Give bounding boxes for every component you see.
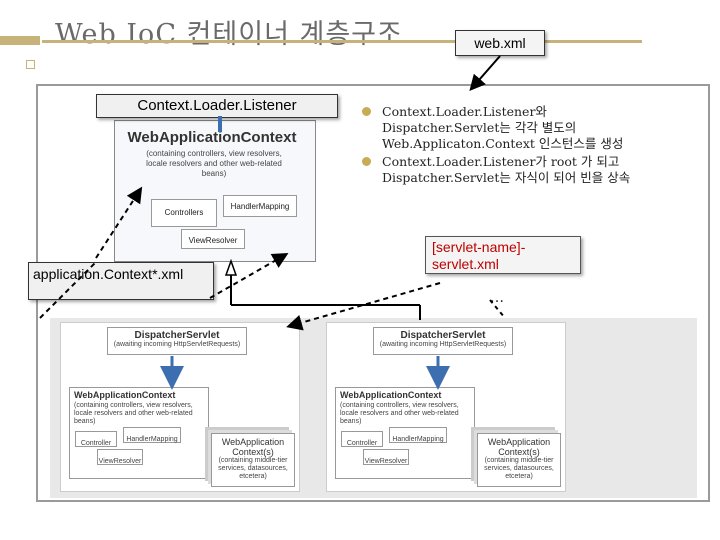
view-resolver-box: ViewResolver [97,449,143,465]
dispatcher-diagram-left: DispatcherServlet (awaiting incoming Htt… [60,322,300,492]
view-resolver-box: ViewResolver [363,449,409,465]
title-decoration-square [26,60,35,69]
handler-mapping-box: HandlerMapping [123,427,181,443]
dispatcher-servlet-box: DispatcherServlet (awaiting incoming Htt… [107,327,247,355]
dispatcher-title: DispatcherServlet [134,330,220,341]
app-contexts-description: (containing middle-tier services, dataso… [484,457,554,480]
web-xml-arrow [469,55,501,92]
wac-title: WebApplicationContext [74,390,176,400]
handler-mapping-box: HandlerMapping [223,195,297,217]
wac-description: (containing controllers, view resolvers,… [74,402,193,425]
handler-mapping-box: HandlerMapping [389,427,447,443]
controller-label: Controller [346,440,378,447]
title-underline [42,40,642,43]
appctx-to-root-arrow [209,253,289,299]
view-resolver-box: ViewResolver [181,229,245,249]
bullet-item: Context.Loader.Listener와 Dispatcher.Serv… [362,104,652,152]
app-contexts-box: WebApplication Context(s) (containing mi… [477,433,561,487]
left-dashed-line [39,261,97,319]
dispatcher-subtitle: (awaiting incoming HttpServletRequests) [113,341,241,348]
bullet-dot [362,107,371,116]
servlet-xml-text: [servlet-name]-servlet.xml [432,239,526,272]
bullet-list: Context.Loader.Listener와 Dispatcher.Serv… [362,104,652,186]
controllers-box: Controllers [151,199,217,227]
wac-description: (containing controllers, view resolvers,… [340,402,459,425]
controller-label: Controller [80,440,112,447]
view-resolver-label: ViewResolver [98,458,142,465]
dispatcher-diagram-right: DispatcherServlet (awaiting incoming Htt… [326,322,566,492]
view-resolver-label: ViewResolver [188,236,238,245]
root-context-description: (containing controllers, view resolvers,… [146,149,282,178]
page-title: Web IoC 컨테이너 계층구조 [55,19,403,50]
app-contexts-title: WebApplication Context(s) [487,437,551,457]
app-contexts-description: (containing middle-tier services, dataso… [218,457,288,480]
dispatcher-title: DispatcherServlet [400,330,486,341]
servlet-xml-label: [servlet-name]-servlet.xml [425,236,581,274]
bullet-dot [362,157,371,166]
handler-mapping-label: HandlerMapping [230,202,290,211]
bullet-text-2: Context.Loader.Listener가 root 가 되고 Dispa… [382,154,631,185]
view-resolver-label: ViewResolver [364,458,408,465]
handler-mapping-label: HandlerMapping [126,436,178,443]
controller-box: Controller [341,431,383,447]
bullet-text-1: Context.Loader.Listener와 Dispatcher.Serv… [382,104,624,151]
controllers-label: Controllers [164,208,204,217]
bullet-item: Context.Loader.Listener가 root 가 되고 Dispa… [362,154,652,186]
title-decoration-bar [0,36,40,45]
inheritance-triangle [224,258,238,276]
app-contexts-box: WebApplication Context(s) (containing mi… [211,433,295,487]
context-loader-listener-label: Context.Loader.Listener [96,94,338,118]
ellipsis: … [490,290,504,306]
dispatcher-servlet-box: DispatcherServlet (awaiting incoming Htt… [373,327,513,355]
wac-title: WebApplicationContext [340,390,442,400]
dispatcher-subtitle: (awaiting incoming HttpServletRequests) [379,341,507,348]
appctx-up-arrow [95,186,143,259]
servlet-xml-to-left-arrow [286,282,441,331]
web-xml-label: web.xml [455,30,545,56]
root-web-application-context: WebApplicationContext (containing contro… [114,120,316,262]
handler-mapping-label: HandlerMapping [392,436,444,443]
app-contexts-title: WebApplication Context(s) [221,437,285,457]
application-context-xml-label: application.Context*.xml [28,262,214,300]
controller-box: Controller [75,431,117,447]
servlet-xml-down-line [489,299,506,319]
root-context-title: WebApplicationContext [127,129,297,146]
